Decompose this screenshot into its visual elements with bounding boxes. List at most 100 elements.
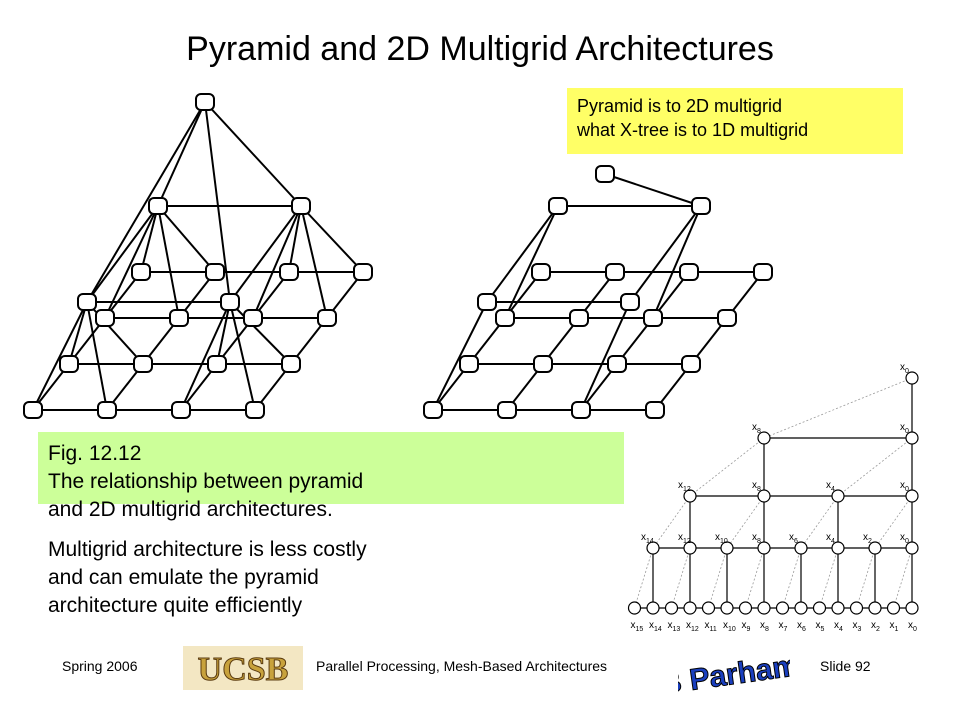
base-node [607,355,627,373]
tree-node [849,601,864,615]
tree-node [738,601,753,615]
parent-child-edge [157,205,216,273]
mid-edge [229,205,302,303]
mid-edge [86,205,159,303]
mid-node [548,197,568,215]
tree-dashed-edge [708,547,728,609]
tree-node-label: x6 [789,532,798,545]
ucsb-logo-text: UCSB [198,651,289,688]
tree-node [757,431,771,445]
caption-line: and 2D multigrid architectures. [48,498,333,521]
base-node [133,355,153,373]
base-node [171,401,191,419]
tree-node-label: x0 [900,422,909,435]
tree-node [646,541,660,555]
multigrid-nodes [423,165,773,419]
tree-dashed-edge [893,547,913,609]
tree-node [905,489,919,503]
parent-child-edge [229,301,256,411]
tree-node-label: x4 [826,532,835,545]
mid-node [620,293,640,311]
tree-node [757,489,771,503]
base-node [317,309,337,327]
parent-child-edge [86,301,108,411]
tree-node-label: x4 [826,480,835,493]
tree-node [868,541,882,555]
level-link-edge [432,301,488,411]
tree-dashed-edge [763,377,913,439]
tree-node-label: x0 [908,620,917,633]
tree-node [701,601,716,615]
tree-node [720,541,734,555]
parent-child-edge [300,205,364,273]
tree-node-label: x0 [900,480,909,493]
tree-node [683,541,697,555]
tree-node [683,489,697,503]
base-node [423,401,443,419]
tree-node-label: x2 [863,532,872,545]
tree-node-label: x10 [723,620,736,633]
tree-node-label: x8 [760,620,769,633]
tree-node [831,541,845,555]
level-link-edge [580,301,631,411]
parent-child-edge [86,301,144,365]
base-node [497,401,517,419]
tree-node-label: x2 [871,620,880,633]
base-node [531,263,551,281]
apex-edge [204,101,302,207]
base-node [495,309,515,327]
base-node [131,263,151,281]
tree-node [627,601,642,615]
tree-dashed-edge [745,547,765,609]
note-line: what X-tree is to 1D multigrid [577,120,809,140]
mid-node [291,197,311,215]
parent-child-edge [252,205,302,319]
tree-node [664,601,679,615]
mid-edge [486,205,559,303]
level-link-edge [504,205,559,319]
tree-dashed-edge [856,547,876,609]
base-node [645,401,665,419]
parent-child-edge [157,205,180,319]
tree-node-label: x0 [900,532,909,545]
parent-child-edge [216,301,231,365]
tree-node [775,601,790,615]
tree-node-label: x9 [742,620,751,633]
tree-node-label: x11 [705,620,717,633]
tree-dashed-edge [726,495,765,549]
tree-node-label: x3 [853,620,862,633]
parent-child-edge [140,205,159,273]
base-node [459,355,479,373]
parent-child-edge [32,301,88,411]
parent-child-edge [68,301,88,365]
apex-edge [86,101,206,303]
base-node [717,309,737,327]
body-line: Multigrid architecture is less costly [48,538,367,561]
tree-node [757,601,771,615]
mid-edge [629,205,702,303]
tree-dashed-edge [800,495,839,549]
base-node [571,401,591,419]
tree-node [905,601,919,615]
parent-child-edge [288,205,302,273]
base-node [205,263,225,281]
tree-node-label: x8 [752,422,761,435]
body-line: and can emulate the pyramid [48,566,319,589]
base-node [23,401,43,419]
base-node [59,355,79,373]
body-line: architecture quite efficiently [48,594,303,617]
base-node [97,401,117,419]
tree-node-label: x14 [641,532,654,545]
footer-date: Spring 2006 [62,658,138,674]
tree-node [646,601,660,615]
pyramid-nodes [23,93,373,419]
tree-dashed-edge [671,547,691,609]
base-node [569,309,589,327]
base-node [279,263,299,281]
apex-edge [204,101,231,303]
figure-number: Fig. 12.12 [48,442,142,465]
tree-node-label: x4 [834,620,843,633]
